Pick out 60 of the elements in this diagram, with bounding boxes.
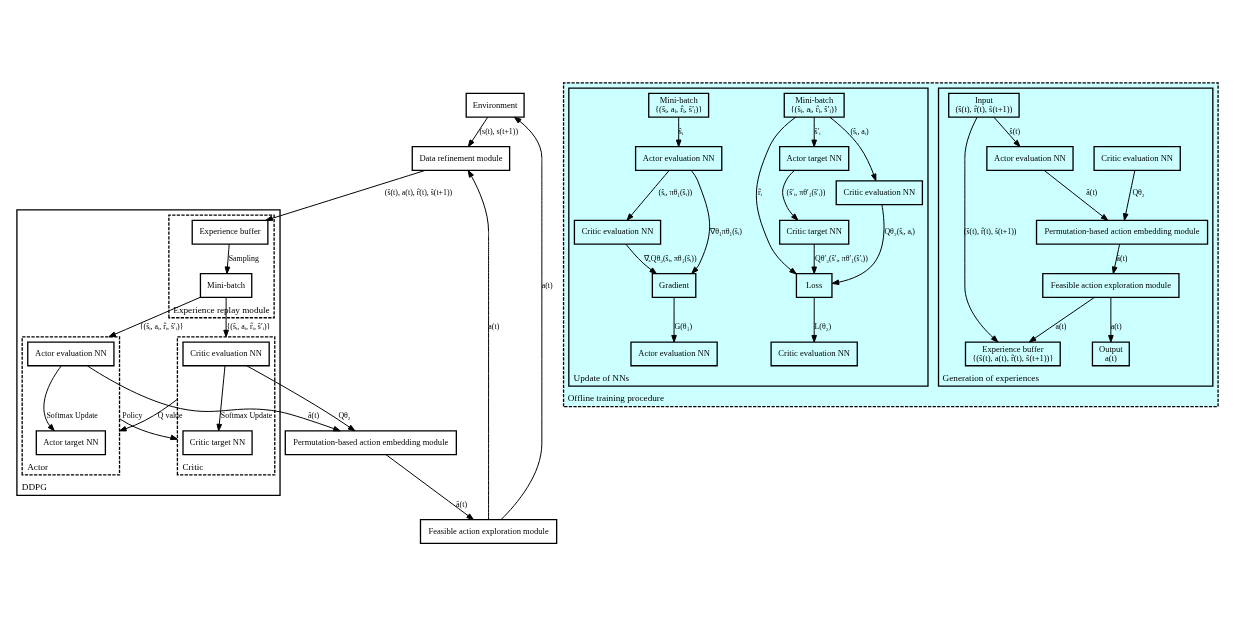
arrow [782,170,799,221]
node-box: Actor target NN [779,146,850,172]
arrow [993,116,1021,148]
arrow [223,297,229,338]
node-box: Input (ŝ(t), r̂(t), ŝ(t+1)) [948,92,1020,118]
node-box: Feasible action exploration module [419,519,558,545]
node-box: Mini-batch [199,273,253,298]
node-box: Critic target NN [779,219,850,245]
arrow [265,169,426,222]
node-box: Permutation-based action embedding module [284,430,457,456]
arrow [675,116,682,148]
node-box: Critic target NN [182,430,253,456]
node-box: Mini-batch {(ŝᵢ, aᵢ, r̂ᵢ, ŝ′ᵢ)} [648,92,710,118]
arrow [625,243,657,275]
node-box: Experience buffer {(ŝ(t), a(t), r̂(t), ŝ(t+1))} [964,341,1061,367]
node-box: Critic evaluation NN [182,341,270,367]
node-box: Mini-batch {(ŝᵢ, aᵢ, r̂ᵢ, ŝ′ᵢ)} [783,92,845,118]
arrow [690,170,711,274]
arrow [86,365,341,432]
arrow [108,296,201,338]
node-box: Actor evaluation NN [986,146,1074,172]
arrow [964,116,999,343]
node-box: Feasible action exploration module [1042,273,1180,298]
node-box: Critic evaluation NN [1093,146,1181,172]
node-box: Permutation-based action embedding module [1035,219,1209,245]
arrow [500,116,543,520]
arrow [385,454,474,521]
node-box: Gradient [651,273,697,298]
arrow [467,116,489,148]
arrow [671,297,677,343]
arrow [1123,170,1136,221]
node-box: Data refinement module [411,146,511,172]
node-box: Loss [795,273,833,298]
arrow [811,243,817,275]
node-box: Actor evaluation NN [630,341,718,367]
arrow [467,170,490,521]
node-box: Actor evaluation NN [27,341,115,367]
node-box: Environment [465,92,525,118]
arrow [119,398,178,432]
arrow [119,418,178,441]
arrow [1111,243,1121,275]
arrow [1028,296,1095,343]
node-box: Output a(t) [1091,341,1130,367]
node-box: Critic evaluation NN [835,180,924,206]
arrow [626,170,670,221]
arrow [43,365,62,432]
arrow [755,116,797,275]
node-box: Actor target NN [35,430,107,456]
arrow [1108,297,1114,343]
arrow [246,365,356,432]
arrow [216,365,226,432]
node-box: Critic evaluation NN [573,219,662,245]
node-box: Actor evaluation NN [634,146,723,172]
arrow [224,243,231,275]
arrow [831,204,885,285]
arrow [1043,170,1109,221]
node-box: Critic evaluation NN [770,341,858,367]
node-box: Experience buffer [191,219,269,245]
arrow [811,297,817,343]
arrow [829,116,877,182]
